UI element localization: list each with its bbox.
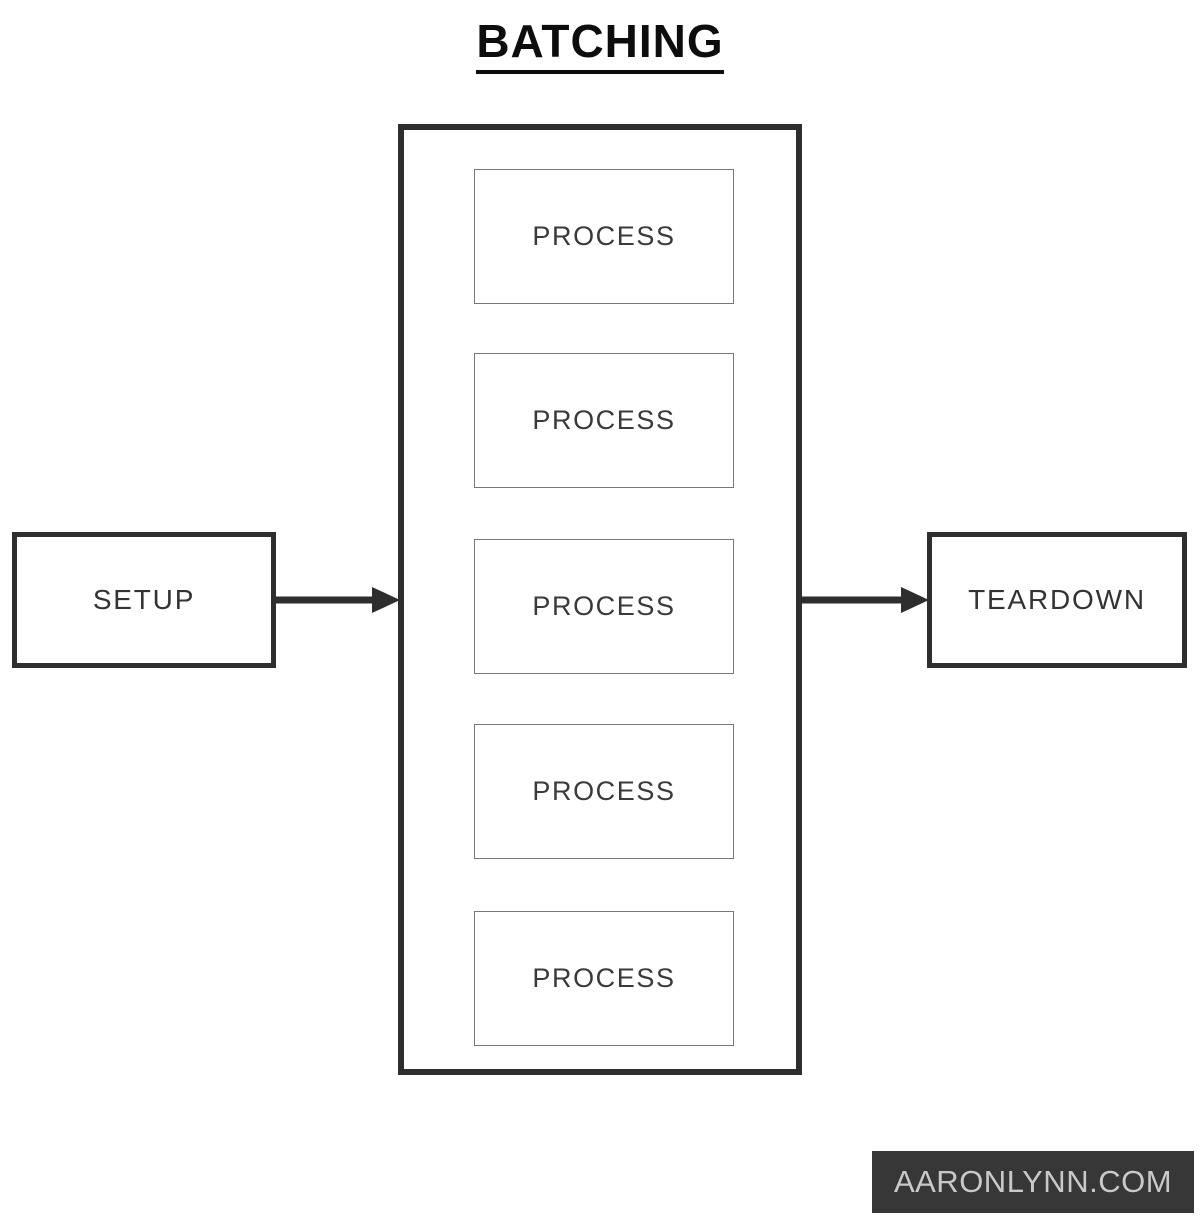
process-box: PROCESS <box>474 539 734 674</box>
process-box: PROCESS <box>474 724 734 859</box>
arrow-batch-to-teardown <box>801 583 929 617</box>
page-title-text: BATCHING <box>476 18 724 74</box>
page-title: BATCHING <box>0 18 1200 74</box>
process-box: PROCESS <box>474 169 734 304</box>
batch-container: PROCESS PROCESS PROCESS PROCESS PROCESS <box>398 124 802 1075</box>
setup-node: SETUP <box>12 532 276 668</box>
process-box-label: PROCESS <box>532 963 676 993</box>
process-box-label: PROCESS <box>532 405 676 435</box>
teardown-node: TEARDOWN <box>927 532 1187 668</box>
process-box: PROCESS <box>474 911 734 1046</box>
watermark-text: AARONLYNN.COM <box>893 1164 1173 1199</box>
watermark: AARONLYNN.COM <box>872 1151 1194 1213</box>
process-box-label: PROCESS <box>532 591 676 621</box>
teardown-node-label: TEARDOWN <box>968 584 1146 615</box>
process-box-label: PROCESS <box>532 776 676 806</box>
arrow-setup-to-batch <box>276 583 400 617</box>
process-box-label: PROCESS <box>532 221 676 251</box>
process-box: PROCESS <box>474 353 734 488</box>
setup-node-label: SETUP <box>92 584 196 615</box>
